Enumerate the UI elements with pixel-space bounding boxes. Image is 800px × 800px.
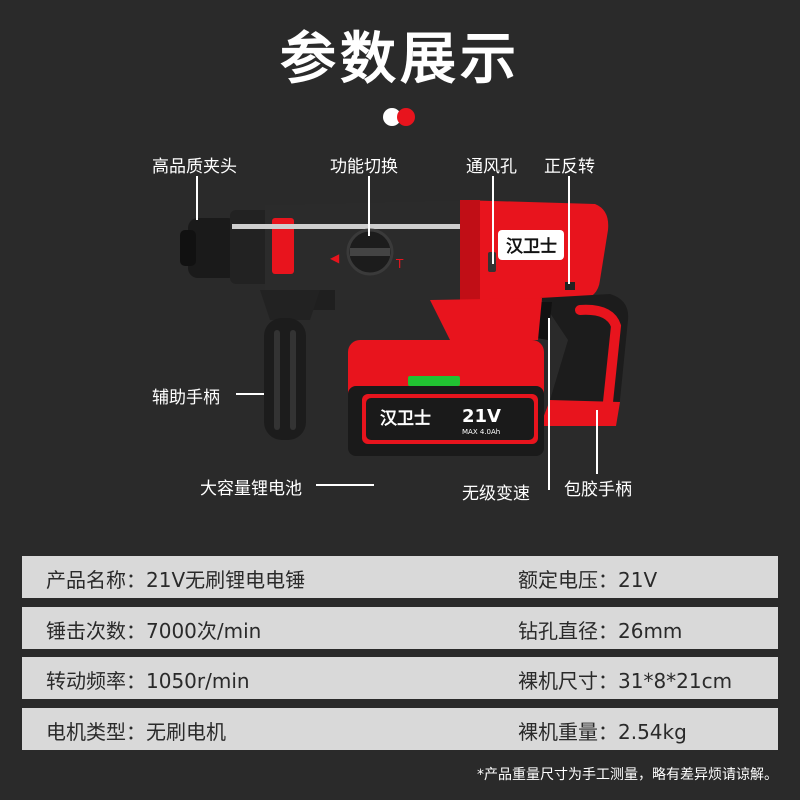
spec-row: 转动频率：1050r/min 裸机尺寸：31*8*21cm [22, 657, 778, 699]
spec-left: 转动频率：1050r/min [46, 669, 250, 693]
callout-line-chuck [196, 176, 198, 220]
spec-row: 产品名称：21V无刷锂电电锤 额定电压：21V [22, 556, 778, 598]
footnote: *产品重量尺寸为手工测量，略有差异烦请谅解。 [477, 767, 778, 783]
svg-text:MAX 4.0Ah: MAX 4.0Ah [462, 428, 500, 436]
neck-shape [430, 298, 542, 340]
callout-function-switch: 功能切换 [330, 157, 398, 177]
chuck-shape [188, 218, 238, 278]
spec-left: 产品名称：21V无刷锂电电锤 [46, 568, 306, 592]
callout-line-rubber-grip [596, 410, 598, 474]
pager-dots [383, 108, 423, 128]
spec-row: 锤击次数：7000次/min 钻孔直径：26mm [22, 607, 778, 649]
svg-text:T: T [395, 257, 404, 271]
callout-rubber-grip: 包胶手柄 [564, 480, 632, 500]
spec-right: 裸机重量：2.54kg [518, 720, 687, 744]
page-title: 参数展示 [280, 27, 520, 92]
spec-left: 电机类型：无刷电机 [46, 720, 226, 744]
callout-line-aux-handle [236, 393, 264, 395]
brand-logo-badge [498, 230, 564, 260]
battery-level-indicator [408, 376, 460, 386]
callout-battery: 大容量锂电池 [200, 479, 302, 499]
spec-row: 电机类型：无刷电机 裸机重量：2.54kg [22, 708, 778, 750]
fwd-rev-switch-shape [565, 282, 575, 290]
callout-forward-reverse: 正反转 [544, 157, 595, 177]
callout-line-vent [492, 176, 494, 264]
spec-right: 裸机尺寸：31*8*21cm [518, 669, 733, 693]
callout-line-variable-speed [548, 318, 550, 490]
svg-text:◀: ◀ [330, 251, 340, 265]
callout-vent: 通风孔 [466, 157, 517, 177]
svg-text:21V: 21V [462, 406, 501, 427]
brand-logo-text: 汉卫士 [506, 236, 557, 257]
callout-line-function-switch [368, 176, 370, 236]
spec-left: 锤击次数：7000次/min [46, 619, 262, 643]
aux-handle-shape [264, 318, 306, 440]
callout-aux-handle: 辅助手柄 [152, 388, 220, 408]
depth-rod-shape [232, 224, 472, 229]
chuck-tip-shape [180, 230, 196, 266]
spec-right: 钻孔直径：26mm [518, 619, 683, 643]
callout-chuck: 高品质夹头 [152, 157, 237, 177]
chuck-collar-shape [230, 210, 270, 284]
clamp-shape [272, 218, 294, 274]
pager-dot-inactive [383, 108, 401, 126]
callout-line-forward-reverse [568, 176, 570, 284]
spec-right: 额定电压：21V [518, 568, 658, 592]
hammer-drill-illustration: ◀ T 汉卫士 汉卫士 21V MAX 4.0Ah [180, 200, 629, 456]
callout-variable-speed: 无级变速 [462, 484, 530, 504]
pager-dot-active [397, 108, 415, 126]
svg-text:汉卫士: 汉卫士 [380, 408, 431, 429]
callout-line-battery [316, 484, 374, 486]
